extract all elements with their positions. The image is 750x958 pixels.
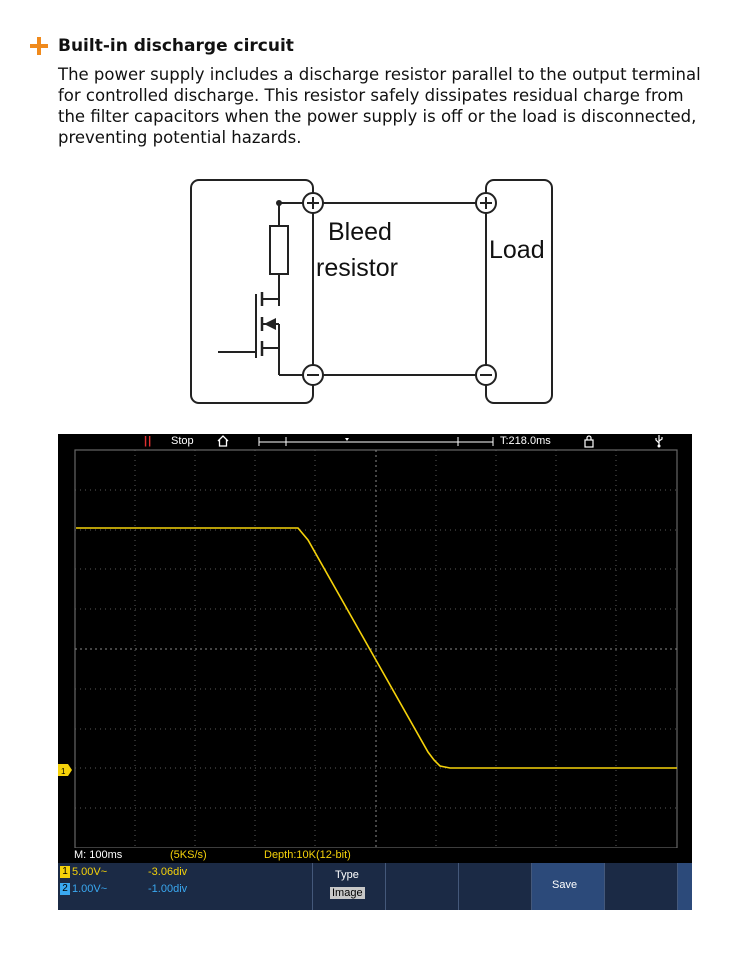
paragraph-line: for controlled discharge. This resistor … — [58, 86, 684, 105]
scope-info-bar: M: 100ms (5KS/s) Depth:10K(12-bit) — [58, 848, 692, 863]
heading-title: Built-in discharge circuit — [58, 36, 294, 56]
scope-status-bar: || Stop T:218.0ms — [58, 434, 692, 450]
usb-icon — [654, 434, 664, 451]
ch1-offset: -3.06div — [148, 866, 188, 878]
type-label: Type — [335, 869, 359, 881]
resistor-label: resistor — [316, 254, 398, 282]
plus-icon — [30, 35, 52, 57]
waveform-display: 1 — [58, 449, 678, 848]
menu-slot-empty[interactable] — [604, 863, 677, 910]
load-label: Load — [489, 236, 545, 264]
type-menu[interactable]: Type Image — [312, 863, 385, 910]
scope-menu-bar: 1 5.00V~ -3.06div 2 1.00V~ -1.00div Type… — [58, 863, 692, 910]
lock-icon — [583, 434, 595, 451]
home-icon[interactable] — [216, 434, 230, 451]
load-positive-terminal-icon — [475, 192, 497, 214]
ch1-settings[interactable]: 1 5.00V~ -3.06div — [58, 865, 328, 880]
ch1-ground-marker[interactable]: 1 — [58, 764, 72, 776]
load-negative-terminal-icon — [475, 364, 497, 386]
timebase: M: 100ms — [74, 849, 123, 861]
run-status: Stop — [171, 435, 194, 447]
center-axes — [75, 450, 677, 848]
type-value[interactable]: Image — [330, 887, 365, 899]
transistor-icon — [218, 292, 280, 375]
load-box — [485, 179, 553, 404]
memory-depth: Depth:10K(12-bit) — [264, 849, 351, 861]
resistor-icon — [269, 225, 289, 275]
bleed-label: Bleed — [328, 218, 392, 246]
negative-terminal-icon — [302, 364, 324, 386]
ch1-scale: 5.00V~ — [72, 866, 108, 878]
ch1-marker-label: 1 — [61, 767, 66, 776]
save-label: Save — [552, 879, 578, 891]
ch2-settings[interactable]: 2 1.00V~ -1.00div — [58, 882, 328, 897]
save-button[interactable]: Save — [531, 863, 604, 910]
bleed-resistor-diagram: Bleed resistor Load — [190, 179, 553, 404]
power-supply-box — [190, 179, 314, 404]
paragraph-line: The power supply includes a discharge re… — [58, 65, 701, 84]
ch2-badge: 2 — [60, 883, 70, 895]
paragraph-line: the filter capacitors when the power sup… — [58, 107, 697, 126]
trigger-position-bar[interactable] — [258, 437, 494, 446]
pause-icon: || — [144, 435, 153, 447]
paragraph-line: preventing potential hazards. — [58, 128, 302, 147]
description-paragraph: The power supply includes a discharge re… — [58, 64, 728, 148]
positive-terminal-icon — [302, 192, 324, 214]
oscilloscope-screen: || Stop T:218.0ms — [58, 434, 692, 910]
ch2-offset: -1.00div — [148, 883, 188, 895]
menu-scroll-strip — [677, 863, 692, 910]
section-heading: Built-in discharge circuit — [30, 33, 294, 59]
ch1-badge: 1 — [60, 866, 70, 878]
ch1-trace — [76, 527, 677, 769]
ch2-scale: 1.00V~ — [72, 883, 108, 895]
sample-rate: (5KS/s) — [170, 849, 207, 861]
menu-slot-empty[interactable] — [385, 863, 458, 910]
menu-slot-empty[interactable] — [458, 863, 531, 910]
trigger-time: T:218.0ms — [500, 435, 551, 447]
